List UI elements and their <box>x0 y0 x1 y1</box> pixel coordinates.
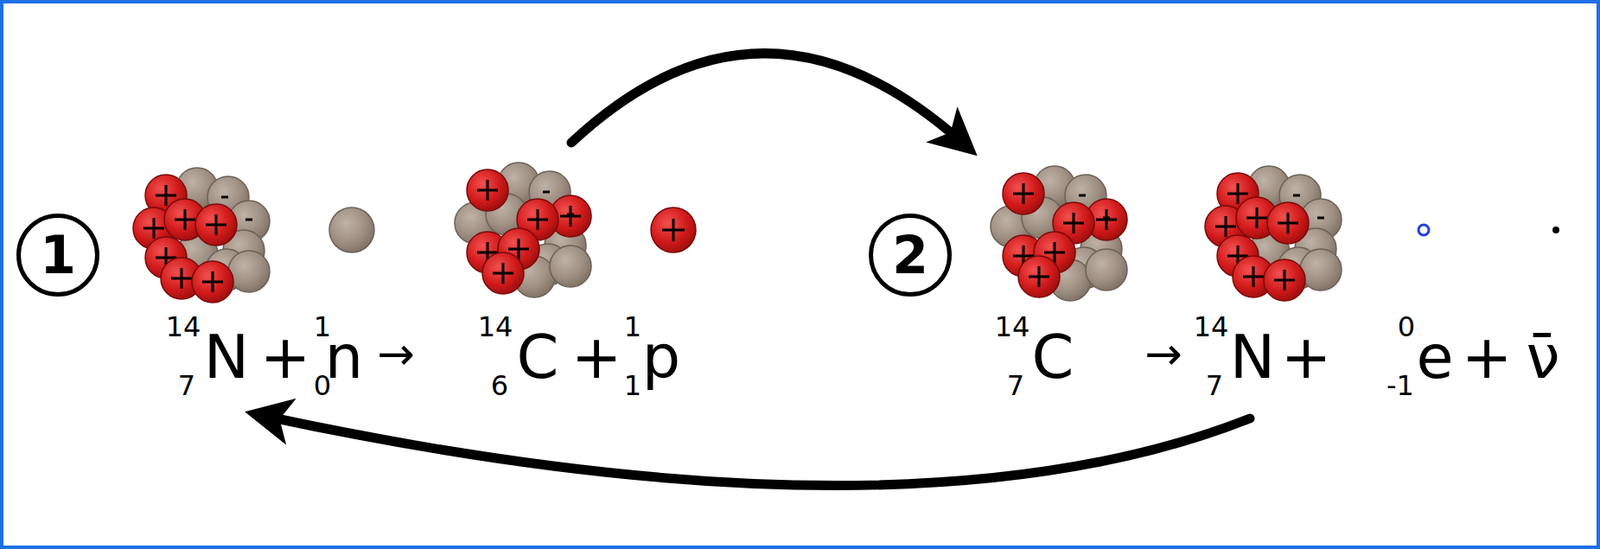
neutron <box>1300 248 1342 291</box>
step-number: 2 <box>892 229 929 281</box>
plus-sign <box>1096 209 1117 230</box>
equation-symbol: 7 <box>178 371 196 400</box>
plus-sign <box>1274 269 1295 291</box>
plus-sign <box>477 179 498 201</box>
equation-symbol: ν̄ <box>1525 326 1560 388</box>
plus-sign <box>1246 207 1268 229</box>
nucleus <box>990 165 1128 301</box>
equation-symbol: 6 <box>490 371 509 400</box>
proton <box>195 203 237 246</box>
proton <box>482 252 524 294</box>
equation-symbol: 14 <box>994 312 1031 341</box>
nucleus <box>454 162 592 298</box>
neutron <box>228 250 270 293</box>
equation-symbol: C <box>1032 326 1075 388</box>
step-number: 1 <box>39 229 77 281</box>
antineutrino <box>1552 226 1560 234</box>
equation-symbol: → <box>376 331 415 377</box>
plus-sign <box>1215 216 1237 237</box>
equation-symbol: -1 <box>1386 371 1415 400</box>
step-circle: 1 <box>16 213 100 297</box>
plus-sign <box>1063 212 1084 234</box>
plus-sign <box>1243 266 1264 287</box>
particles <box>133 162 1560 303</box>
equation-symbol: n <box>325 326 364 388</box>
plus-sign <box>174 209 196 230</box>
equation-symbol: + <box>1281 326 1333 388</box>
equation-symbol: + <box>1461 326 1513 388</box>
plus-sign <box>492 262 514 284</box>
equation-symbol: → <box>1144 331 1183 377</box>
plus-sign <box>205 214 227 236</box>
cycle-arrow-top <box>571 53 960 143</box>
equation-symbol: 14 <box>165 312 202 341</box>
neutron <box>329 207 375 253</box>
plus-sign <box>171 267 192 289</box>
plus-sign <box>1028 266 1050 287</box>
minus-sign <box>542 191 574 215</box>
neutron <box>1085 248 1128 291</box>
proton <box>1002 172 1045 215</box>
equation-symbol: e <box>1415 326 1454 388</box>
equation-symbol: p <box>642 326 681 388</box>
plus-sign <box>662 218 685 242</box>
plus-sign <box>527 209 549 230</box>
proton <box>1018 255 1060 298</box>
equation-symbol: 14 <box>478 312 514 341</box>
plus-sign <box>560 205 581 227</box>
nucleus <box>1204 165 1342 301</box>
proton <box>1263 259 1306 301</box>
equation-symbol: + <box>571 326 623 388</box>
electron <box>1418 224 1429 236</box>
equation-symbol: N <box>1230 326 1275 388</box>
equation-symbol: 7 <box>1007 371 1025 400</box>
equation-symbol: 7 <box>1205 371 1224 400</box>
plus-sign <box>1013 183 1034 204</box>
equation-symbol: C <box>516 326 560 388</box>
plus-sign <box>1277 212 1299 234</box>
minus-sign <box>1078 195 1110 218</box>
plus-sign <box>202 271 224 293</box>
equation-symbol: N <box>203 326 249 388</box>
plus-sign <box>143 217 165 239</box>
minus-sign <box>221 197 253 220</box>
proton <box>650 207 696 253</box>
nucleus <box>133 167 270 303</box>
equation-symbol: 14 <box>1193 312 1230 341</box>
equation-symbol: 0 <box>1397 312 1416 341</box>
equation-symbol: 1 <box>624 371 642 400</box>
proton <box>466 169 509 211</box>
step-circle: 2 <box>868 213 952 297</box>
proton <box>1267 202 1309 244</box>
proton <box>191 261 234 303</box>
cycle-arrow-bottom <box>267 416 1250 486</box>
equation-symbol: 1 <box>624 312 642 341</box>
equation-symbol: + <box>260 326 312 388</box>
neutron <box>549 245 592 287</box>
minus-sign <box>1293 195 1325 218</box>
